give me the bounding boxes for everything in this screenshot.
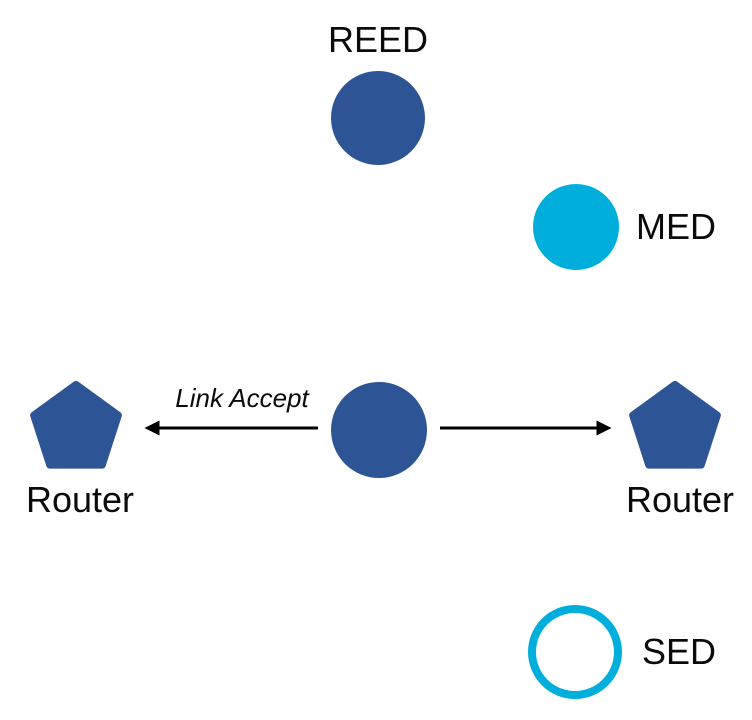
center-node-circle [331, 382, 427, 478]
reed-label: REED [327, 19, 429, 60]
sed-label: SED [642, 631, 717, 672]
link-accept-label: Link Accept [175, 383, 309, 413]
router-right-pentagon [629, 381, 721, 469]
sed-circle [528, 605, 622, 699]
router-left-pentagon [30, 381, 122, 469]
router-left-label: Router [25, 479, 135, 520]
router-right-label: Router [625, 479, 735, 520]
med-label: MED [636, 206, 716, 247]
med-circle [533, 184, 619, 270]
reed-circle [331, 71, 425, 165]
